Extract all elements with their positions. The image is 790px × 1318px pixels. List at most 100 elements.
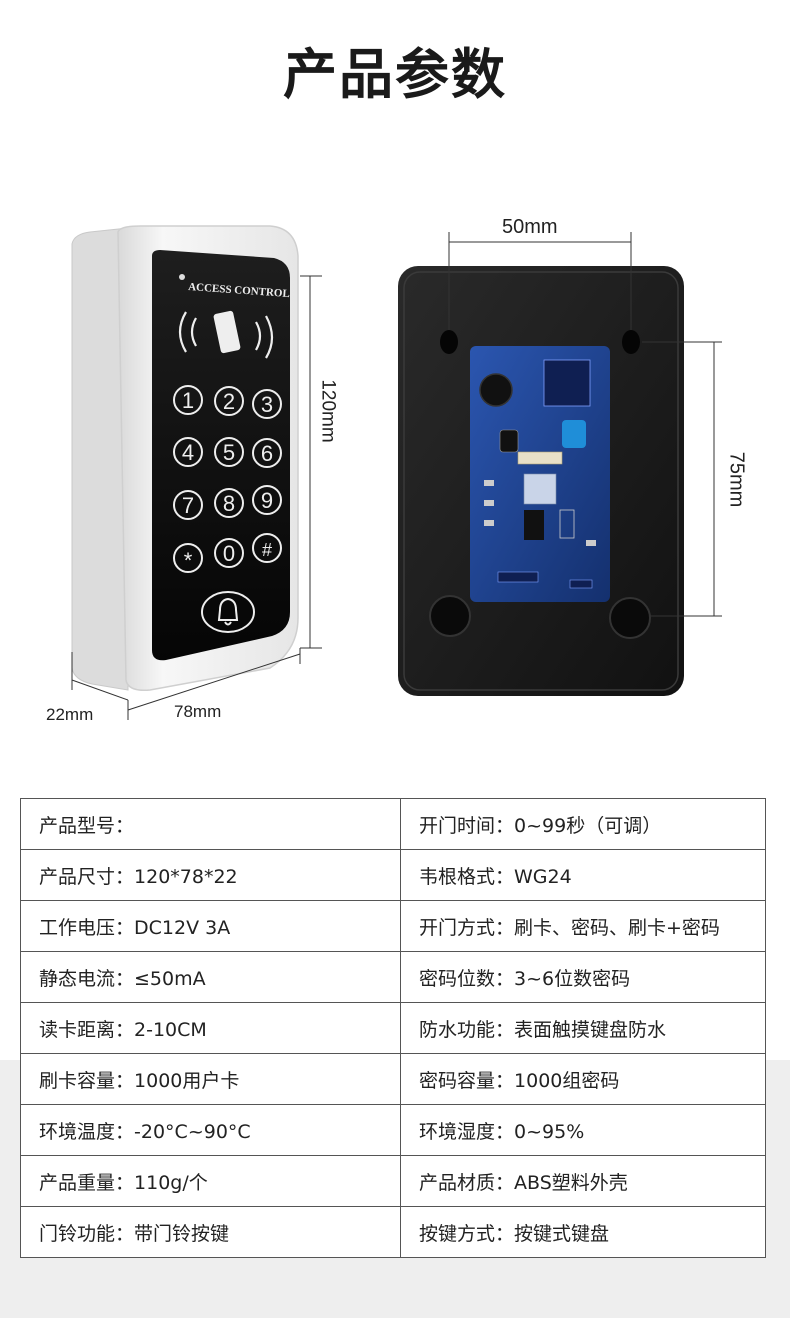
spec-cell: 环境湿度：0~95% [400,1104,766,1156]
back-view-device [398,232,722,696]
spec-value: ≤50mA [134,967,206,990]
hole-spacing-horizontal-label: 50mm [502,216,558,238]
svg-text:0: 0 [223,541,235,566]
spec-cell: 韦根格式：WG24 [400,849,766,901]
spec-row: 环境温度：-20°C~90°C 环境湿度：0~95% [20,1104,766,1156]
key-0[interactable]: 0 [214,538,244,568]
mount-hole [609,597,651,639]
svg-text:9: 9 [261,488,273,513]
product-illustration: ACCESS CONTROL 1 2 3 4 5 6 7 8 9 * 0 # [71,225,722,720]
front-view-device: ACCESS CONTROL 1 2 3 4 5 6 7 8 9 * 0 # [71,225,322,720]
spec-key: 环境温度： [39,1120,135,1143]
spec-key: 按键方式： [419,1222,515,1245]
spec-key: 密码容量： [419,1069,515,1092]
key-1[interactable]: 1 [173,385,203,415]
bell-button[interactable] [201,591,255,633]
spec-cell: 刷卡容量：1000用户卡 [20,1053,401,1105]
key-7[interactable]: 7 [173,490,203,520]
mount-hole [622,330,640,354]
svg-text:5: 5 [223,440,235,465]
spec-cell: 开门时间：0~99秒（可调） [400,798,766,850]
buzzer [479,373,513,407]
spec-value: 1000用户卡 [134,1069,240,1092]
key-9[interactable]: 9 [252,485,282,515]
spec-row: 刷卡容量：1000用户卡密码容量：1000组密码 [20,1053,766,1105]
mount-hole [429,595,471,637]
spec-cell: 门铃功能：带门铃按键 [20,1206,401,1258]
spec-value: 刷卡、密码、刷卡+密码 [514,916,720,939]
bell-icon [217,597,239,626]
chip [524,510,544,540]
spec-key: 产品尺寸： [39,865,135,888]
spec-value: WG24 [514,865,572,888]
spec-row: 产品型号： 开门时间：0~99秒（可调） [20,798,766,850]
svg-text:6: 6 [261,441,273,466]
mount-hole [440,330,458,354]
spec-key: 韦根格式： [419,865,515,888]
svg-text:#: # [262,540,272,560]
spec-cell: 静态电流：≤50mA [20,951,401,1003]
spec-key: 工作电压： [39,916,135,939]
spec-value: 2-10CM [134,1018,207,1041]
spec-key: 产品材质： [419,1171,515,1194]
spec-row: 产品重量：110g/个产品材质：ABS塑料外壳 [20,1155,766,1207]
height-dimension-label: 120mm [317,379,339,443]
spec-row: 门铃功能：带门铃按键按键方式：按键式键盘 [20,1206,766,1258]
spec-cell: 产品尺寸：120*78*22 [20,849,401,901]
spec-key: 防水功能： [419,1018,515,1041]
key-3[interactable]: 3 [252,389,282,419]
spec-value: 120*78*22 [134,865,238,888]
keypad: 1 2 3 4 5 6 7 8 9 * 0 # [173,385,282,573]
capacitor [562,420,586,448]
spec-cell: 密码位数：3~6位数密码 [400,951,766,1003]
spec-key: 产品型号： [39,814,135,837]
svg-text:7: 7 [182,493,194,518]
svg-text:3: 3 [261,392,273,417]
connector [517,451,563,465]
spec-cell: 产品型号： [20,798,401,850]
spec-value: DC12V 3A [134,916,231,939]
spec-key: 门铃功能： [39,1222,135,1245]
relay [543,359,591,407]
svg-text:4: 4 [182,440,194,465]
spec-value: -20°C~90°C [134,1120,251,1143]
width-dimension-label: 78mm [174,702,222,721]
key-5[interactable]: 5 [214,437,244,467]
key-hash[interactable]: # [252,533,282,563]
spec-cell: 工作电压：DC12V 3A [20,900,401,952]
back-dimension-lines [448,232,722,617]
front-dimension-lines [71,275,322,720]
spec-cell: 读卡距离：2-10CM [20,1002,401,1054]
spec-key: 刷卡容量： [39,1069,135,1092]
spec-value: 1000组密码 [514,1069,620,1092]
spec-key: 读卡距离： [39,1018,135,1041]
spec-key: 密码位数： [419,967,515,990]
spec-key: 环境湿度： [419,1120,515,1143]
spec-value: 0~95% [514,1120,585,1143]
key-8[interactable]: 8 [214,488,244,518]
depth-dimension-label: 22mm [46,705,94,724]
svg-text:1: 1 [182,388,194,413]
spec-key: 开门时间： [419,814,515,837]
svg-text:*: * [184,548,193,573]
spec-value: 0~99秒（可调） [514,814,662,837]
hole-spacing-vertical-label: 75mm [725,451,748,508]
spec-cell: 按键方式：按键式键盘 [400,1206,766,1258]
spec-cell: 防水功能：表面触摸键盘防水 [400,1002,766,1054]
svg-text:2: 2 [223,389,235,414]
key-star[interactable]: * [173,543,203,573]
key-4[interactable]: 4 [173,437,203,467]
spec-value: 110g/个 [134,1171,208,1194]
spec-cell: 产品材质：ABS塑料外壳 [400,1155,766,1207]
key-6[interactable]: 6 [252,438,282,468]
spec-value: ABS塑料外壳 [514,1171,628,1194]
page-title: 产品参数 [283,43,507,106]
indicator-light [179,274,185,280]
key-2[interactable]: 2 [214,386,244,416]
spec-value: 表面触摸键盘防水 [514,1018,667,1041]
spec-value: 3~6位数密码 [514,967,631,990]
